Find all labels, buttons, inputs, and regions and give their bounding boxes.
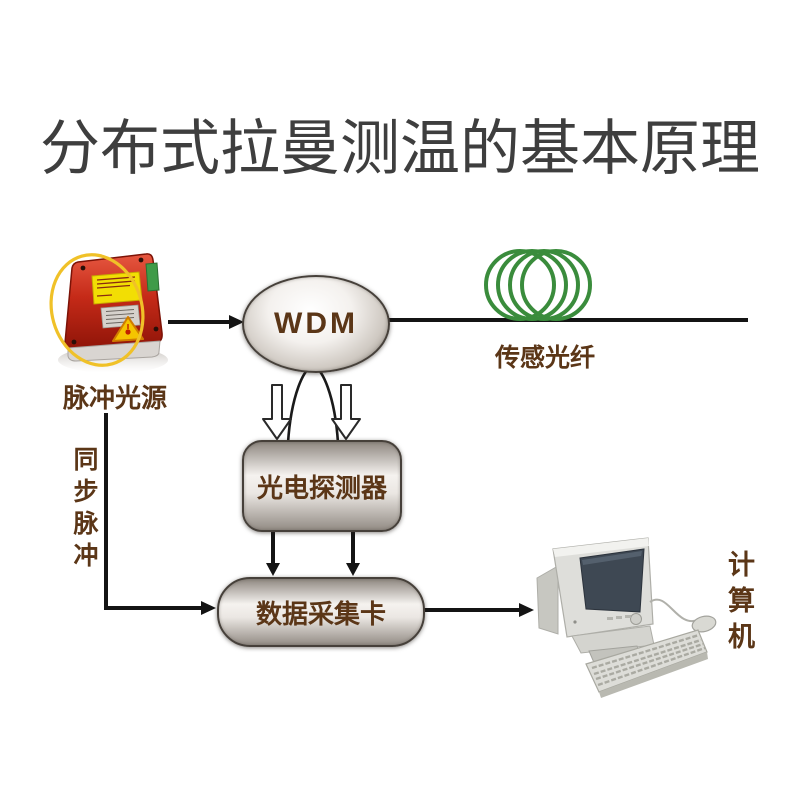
arrow-detector-to-daq-left bbox=[266, 528, 280, 576]
screen-glare bbox=[582, 551, 642, 565]
arrow-sync-pulse bbox=[104, 413, 216, 615]
arrow-detector-to-daq-right bbox=[346, 528, 360, 576]
monitor-screen bbox=[579, 548, 645, 613]
laser-connector bbox=[145, 262, 160, 292]
mouse-cable bbox=[649, 598, 699, 623]
page-title: 分布式拉曼测温的基本原理 bbox=[40, 115, 760, 182]
monitor-buttons bbox=[573, 613, 642, 625]
monitor-top-highlight bbox=[553, 538, 649, 557]
wdm-label: WDM bbox=[274, 307, 358, 340]
keyboard bbox=[585, 629, 708, 698]
pulse-light-source-illustration bbox=[49, 253, 168, 373]
sync-pulse-label: 同步脉冲 bbox=[70, 446, 98, 574]
laser-base bbox=[67, 340, 161, 362]
daq-card-label: 数据采集卡 bbox=[255, 598, 386, 629]
daq-card-node: 数据采集卡 bbox=[217, 577, 425, 647]
laser-hazard-triangle-icon bbox=[112, 316, 144, 342]
computer-icon bbox=[536, 537, 717, 698]
computer-label: 计算机 bbox=[724, 550, 754, 658]
pulse-source-label: 脉冲光源 bbox=[62, 383, 167, 413]
mouse bbox=[691, 615, 717, 633]
photodetector-node: 光电探测器 bbox=[242, 440, 402, 532]
photodetector-label: 光电探测器 bbox=[256, 472, 387, 503]
arrow-daq-to-computer bbox=[421, 603, 534, 617]
wdm-node: WDM bbox=[242, 275, 390, 373]
sensing-fiber-coil-icon bbox=[484, 249, 592, 321]
down-arrow-left-icon bbox=[262, 384, 292, 440]
fiber-arch bbox=[286, 364, 340, 444]
down-arrow-right-icon bbox=[331, 384, 361, 440]
sensing-fiber-label: 传感光纤 bbox=[494, 344, 595, 372]
laser-warning-label bbox=[91, 271, 143, 305]
wdm-to-detector-link bbox=[262, 364, 361, 444]
monitor-rear-panel bbox=[536, 565, 559, 635]
laser-screws bbox=[71, 257, 159, 345]
arrow-source-to-wdm bbox=[168, 315, 244, 329]
laser-fiber-loop bbox=[49, 253, 145, 367]
